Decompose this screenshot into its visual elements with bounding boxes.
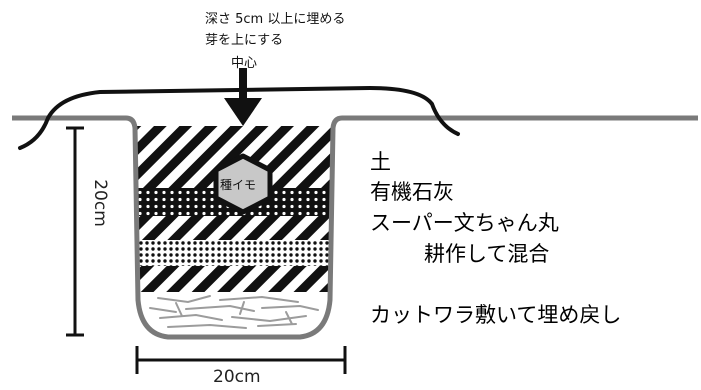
legend-straw: カットワラ敷いて埋め戻し (370, 303, 622, 327)
sprout-note: 芽を上にする (205, 33, 284, 48)
straw-strands (149, 295, 319, 329)
height-dimension-label: 20cm (90, 179, 110, 227)
depth-note: 深さ 5cm 以上に埋める (205, 12, 346, 27)
legend-mix: 耕作して混合 (424, 242, 550, 266)
seed-potato-hexagon (213, 153, 273, 215)
width-dimension-line (135, 346, 347, 374)
height-dimension-line (66, 126, 84, 337)
legend-fertilizer: スーパー文ちゃん丸 (370, 211, 559, 235)
soil-mound-line (18, 85, 460, 150)
seed-potato-label: 種イモ (220, 178, 257, 192)
hole-outline (12, 115, 698, 340)
soil-layer-bottom (137, 266, 331, 292)
center-note: 中心 (231, 56, 258, 71)
width-dimension-label: 20cm (213, 367, 261, 387)
legend-soil: 土 (370, 150, 391, 174)
fertilizer-layer (137, 240, 331, 266)
center-arrow-head (224, 98, 262, 126)
soil-layer-middle (137, 216, 331, 240)
legend-lime: 有機石灰 (370, 180, 454, 204)
soil-layers (137, 126, 331, 334)
